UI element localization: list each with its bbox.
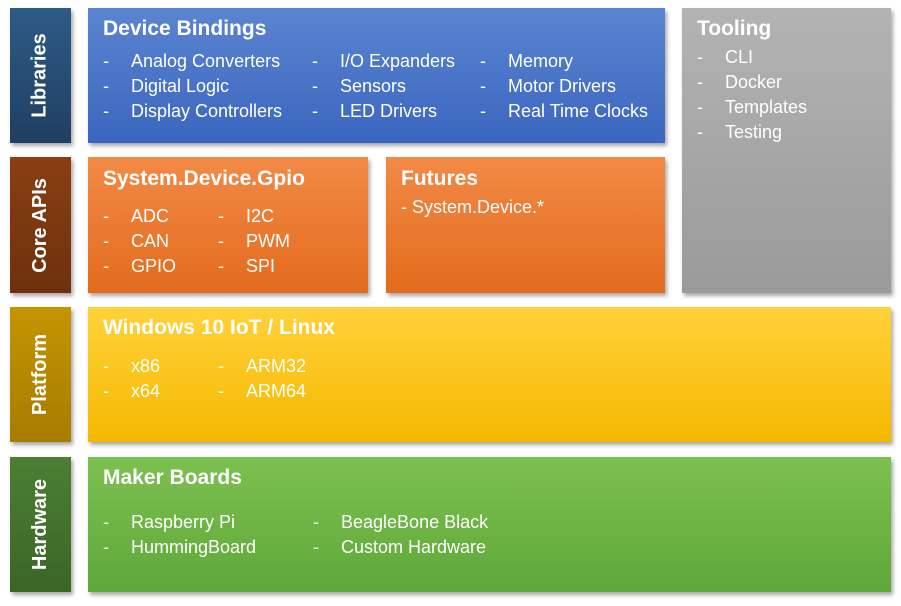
list-item: -Sensors [312, 76, 407, 96]
platform-col1: -x86 -x64 [103, 354, 160, 404]
futures-list: - System.Device.* [401, 195, 544, 220]
list-item: -Real Time Clocks [480, 101, 649, 121]
list-item: -Raspberry Pi [103, 512, 236, 532]
list-item: -x64 [103, 381, 161, 401]
list-item: -ARM64 [218, 381, 307, 401]
hardware-col2: -BeagleBone Black -Custom Hardware [313, 510, 488, 560]
list-item: -CAN [103, 231, 170, 251]
futures-title: Futures [401, 167, 479, 190]
list-item: -Analog Converters [103, 51, 281, 71]
gpio-panel: System.Device.Gpio -ADC -CAN -GPIO -I2C … [88, 157, 368, 293]
list-item: -Motor Drivers [480, 76, 617, 96]
list-item: -Docker [697, 72, 783, 92]
list-item: -Display Controllers [103, 101, 283, 121]
layer-label-core-apis: Core APIs [10, 157, 71, 293]
layer-label-libraries-text: Libraries [29, 33, 52, 118]
tooling-panel: Tooling -CLI -Docker -Templates -Testing [682, 8, 891, 293]
futures-panel: Futures - System.Device.* [386, 157, 665, 293]
list-item: -Testing [697, 122, 783, 142]
gpio-title: System.Device.Gpio [103, 167, 305, 190]
list-item: -CLI [697, 47, 754, 67]
list-item: -x86 [103, 356, 161, 376]
platform-panel: Windows 10 IoT / Linux -x86 -x64 -ARM32 … [88, 307, 891, 442]
tooling-list: -CLI -Docker -Templates -Testing [697, 45, 807, 145]
list-item: -PWM [218, 231, 290, 251]
hardware-title: Maker Boards [103, 466, 242, 489]
platform-col2: -ARM32 -ARM64 [218, 354, 306, 404]
list-item: -I/O Expanders [312, 51, 456, 71]
device-bindings-panel: Device Bindings -Analog Converters -Digi… [88, 8, 665, 143]
gpio-col2: -I2C -PWM -SPI [218, 204, 290, 279]
hardware-col1: -Raspberry Pi -HummingBoard [103, 510, 256, 560]
layer-label-core-apis-text: Core APIs [29, 177, 51, 273]
device-bindings-col2: -I/O Expanders -Sensors -LED Drivers [312, 49, 455, 124]
tooling-title: Tooling [697, 17, 772, 40]
list-item: -ADC [103, 206, 170, 226]
device-bindings-title: Device Bindings [103, 17, 267, 40]
list-item: -BeagleBone Black [313, 512, 489, 532]
platform-title: Windows 10 IoT / Linux [103, 316, 335, 339]
list-item: -LED Drivers [312, 101, 438, 121]
device-bindings-col3: -Memory -Motor Drivers -Real Time Clocks [480, 49, 648, 124]
list-item: -I2C [218, 206, 275, 226]
list-item: -Custom Hardware [313, 537, 487, 557]
layer-label-platform-text: Platform [29, 333, 51, 416]
list-item: -HummingBoard [103, 537, 257, 557]
layer-label-platform: Platform [10, 307, 71, 442]
list-item: - System.Device.* [401, 197, 545, 217]
list-item: -ARM32 [218, 356, 307, 376]
list-item: -Templates [697, 97, 808, 117]
list-item: -Memory [480, 51, 574, 71]
list-item: -SPI [218, 256, 276, 276]
layer-label-hardware-text: Hardware [29, 478, 51, 571]
layer-label-hardware: Hardware [10, 457, 71, 592]
list-item: -Digital Logic [103, 76, 230, 96]
layer-label-libraries: Libraries [10, 8, 71, 143]
device-bindings-col1: -Analog Converters -Digital Logic -Displ… [103, 49, 282, 124]
hardware-panel: Maker Boards -Raspberry Pi -HummingBoard… [88, 457, 891, 592]
gpio-col1: -ADC -CAN -GPIO [103, 204, 176, 279]
list-item: -GPIO [103, 256, 177, 276]
